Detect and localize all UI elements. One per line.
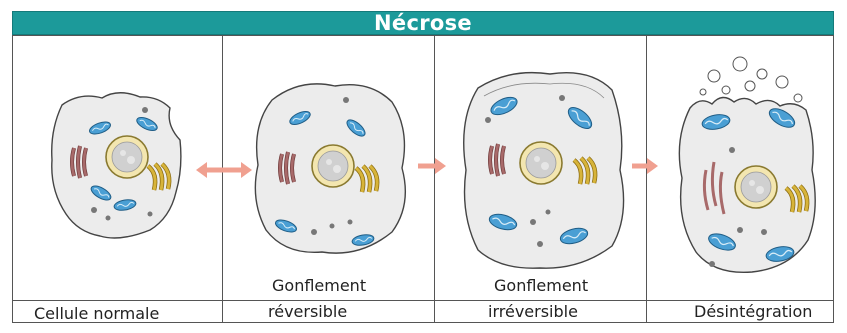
label-reversible-line1: Gonflement [272, 276, 366, 295]
label-normal-cell: Cellule normale [34, 304, 159, 323]
cell-irreversible-swelling [464, 73, 624, 269]
arrow-progression-1 [418, 158, 446, 174]
arrow-reversible [196, 162, 252, 178]
cell-reversible-swelling [255, 84, 405, 253]
arrow-progression-2 [632, 158, 658, 174]
label-disintegration: Désintégration [694, 302, 812, 321]
label-reversible-line2: réversible [268, 302, 347, 321]
label-irreversible-line1: Gonflement [494, 276, 588, 295]
cell-disintegration [679, 57, 815, 272]
label-irreversible-line2: irréversible [488, 302, 578, 321]
cell-normal [52, 93, 181, 238]
